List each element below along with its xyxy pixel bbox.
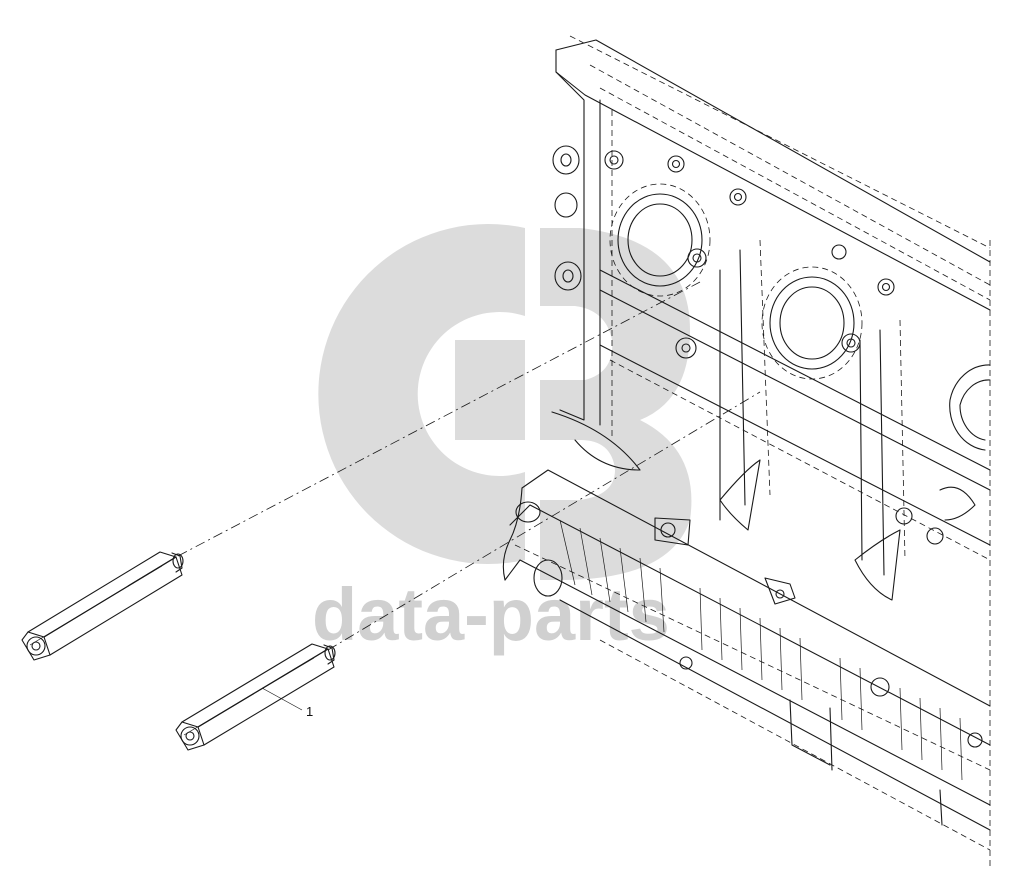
stud-lower-part-1 [175, 643, 336, 751]
skirt-ribbing [559, 519, 963, 781]
watermark-text: data-parts [312, 573, 670, 656]
axis-line-lower [327, 391, 761, 651]
cylinder-bore-1 [609, 183, 711, 297]
callout-label-1: 1 [306, 704, 313, 719]
stud-upper [21, 551, 184, 661]
watermark-b-shape [540, 228, 692, 580]
axis-line-upper [177, 281, 701, 557]
watermark-stem [455, 340, 525, 440]
mount-boss-1 [552, 145, 580, 175]
cylinder-bore-3 [949, 364, 991, 451]
mount-boss-2 [554, 192, 578, 218]
deck-bolt-bosses [604, 150, 895, 359]
watermark-logo [318, 224, 692, 580]
engine-block [502, 35, 991, 870]
cylinder-bore-2 [761, 266, 863, 380]
callout-1: 1 [261, 687, 313, 719]
mount-boss-3 [554, 261, 582, 291]
watermark-c-shape [318, 224, 525, 564]
